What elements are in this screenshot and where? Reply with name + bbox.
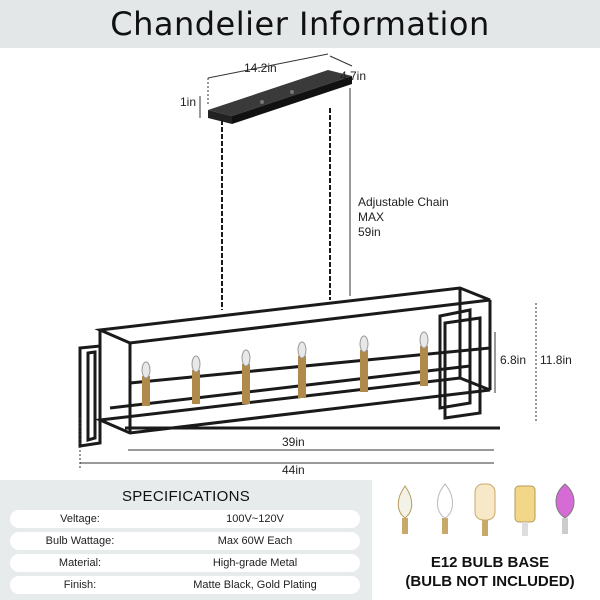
candle-2 xyxy=(191,355,201,404)
bulb-base-line1: E12 BULB BASE xyxy=(430,554,550,571)
length-dimension-lines xyxy=(79,418,494,468)
spec-value: High-grade Metal xyxy=(212,557,298,569)
overall-length-label: 44in xyxy=(282,463,305,477)
chain-label-line2: MAX xyxy=(358,210,384,224)
candle-6 xyxy=(419,331,429,386)
chain-label-line3: 59in xyxy=(358,225,381,239)
spec-label: Bulb Wattage: xyxy=(45,535,115,547)
bulb-base-line2: (BULB NOT INCLUDED) xyxy=(405,573,575,590)
spec-label: Veltage: xyxy=(60,513,100,525)
candle-5 xyxy=(359,335,369,392)
spec-row-finish: Finish: Matte Black, Gold Plating xyxy=(10,576,360,594)
canopy-height-label: 1in xyxy=(180,95,196,109)
canopy xyxy=(208,70,352,124)
canopy-length-label: 14.2in xyxy=(244,61,277,75)
spec-label: Material: xyxy=(58,557,102,569)
candle-1 xyxy=(141,361,151,406)
bulb-examples xyxy=(397,483,575,536)
spec-value: Max 60W Each xyxy=(217,535,293,547)
canopy-dimension-lines xyxy=(199,53,353,118)
corn-bulb-icon xyxy=(514,485,536,536)
spec-row-material: Material: High-grade Metal xyxy=(10,554,360,572)
frame-height-label: 6.8in xyxy=(500,353,526,367)
spec-label: Finish: xyxy=(63,579,97,591)
height-dimension-lines xyxy=(494,303,537,423)
inner-length-label: 39in xyxy=(282,435,305,449)
spec-row-wattage: Bulb Wattage: Max 60W Each xyxy=(10,532,360,550)
spec-value: Matte Black, Gold Plating xyxy=(193,579,317,591)
page-title: Chandelier Information xyxy=(110,5,490,43)
spec-row-voltage: Veltage: 100V~120V xyxy=(10,510,360,528)
specifications-title: SPECIFICATIONS xyxy=(121,488,251,505)
bulb-base-note: E12 BULB BASE (BULB NOT INCLUDED) xyxy=(380,553,600,591)
chains xyxy=(221,108,331,310)
candle-4 xyxy=(297,341,307,398)
candle-sockets xyxy=(141,331,429,406)
canopy-width-label: 4.7in xyxy=(340,69,366,83)
spec-value: 100V~120V xyxy=(226,513,284,525)
header-banner: Chandelier Information xyxy=(0,0,600,48)
overall-height-label: 11.8in xyxy=(540,353,572,367)
candle-bulb-icon xyxy=(437,483,453,534)
chandelier-diagram: 14.2in 4.7in 1in Adjustable Chain MAX 59… xyxy=(78,53,572,477)
candle-3 xyxy=(241,349,251,404)
flame-bulb-icon xyxy=(397,485,413,534)
filament-bulb-icon xyxy=(474,483,496,536)
chain-label-line1: Adjustable Chain xyxy=(358,195,449,209)
chandelier-frame xyxy=(78,286,500,448)
rgb-bulb-icon xyxy=(555,483,575,534)
